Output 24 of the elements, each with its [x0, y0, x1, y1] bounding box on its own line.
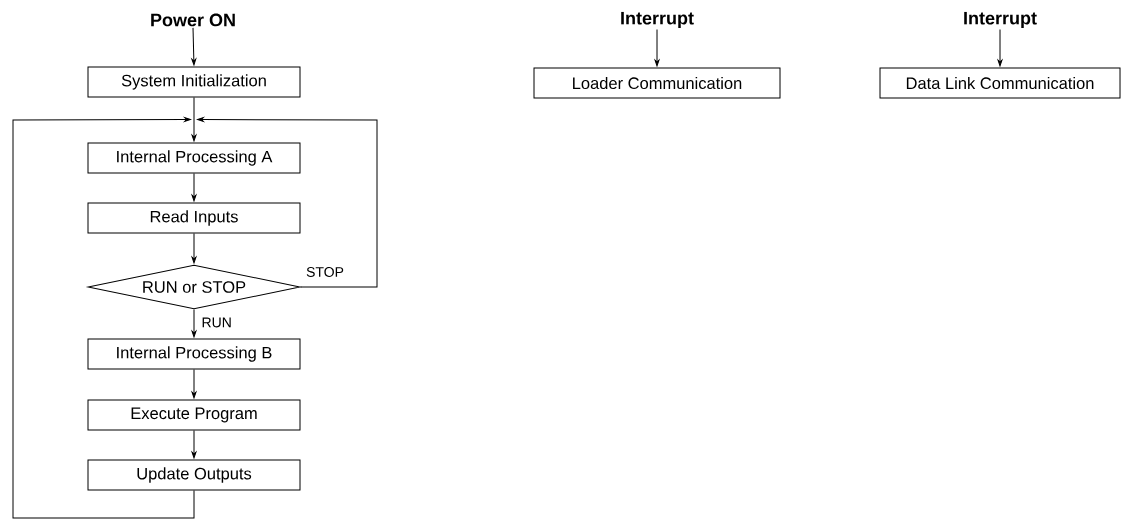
arrow	[191, 369, 197, 399]
arrow	[191, 97, 197, 142]
edge-label: STOP	[305, 266, 345, 278]
arrow	[191, 27, 197, 66]
process-box: Read Inputs	[87, 202, 301, 234]
process-box: Data Link Communication	[879, 67, 1121, 99]
heading: Power ON	[151, 13, 235, 27]
arrow	[997, 29, 1003, 67]
process-box: Execute Program	[87, 399, 301, 431]
heading: Interrupt	[964, 11, 1037, 29]
arrow	[12, 117, 195, 519]
process-box: Update Outputs	[87, 459, 301, 491]
process-box: Internal Processing A	[87, 142, 301, 174]
process-box: System Initialization	[87, 66, 301, 98]
heading: Interrupt	[621, 11, 694, 29]
arrow	[191, 309, 197, 338]
arrow	[191, 430, 197, 459]
arrow	[197, 117, 378, 288]
arrow	[191, 233, 197, 264]
arrow	[654, 29, 660, 67]
arrow	[191, 173, 197, 202]
edge-label: RUN	[200, 316, 233, 329]
process-box: Internal Processing B	[87, 338, 301, 370]
process-box: Loader Communication	[533, 67, 781, 99]
